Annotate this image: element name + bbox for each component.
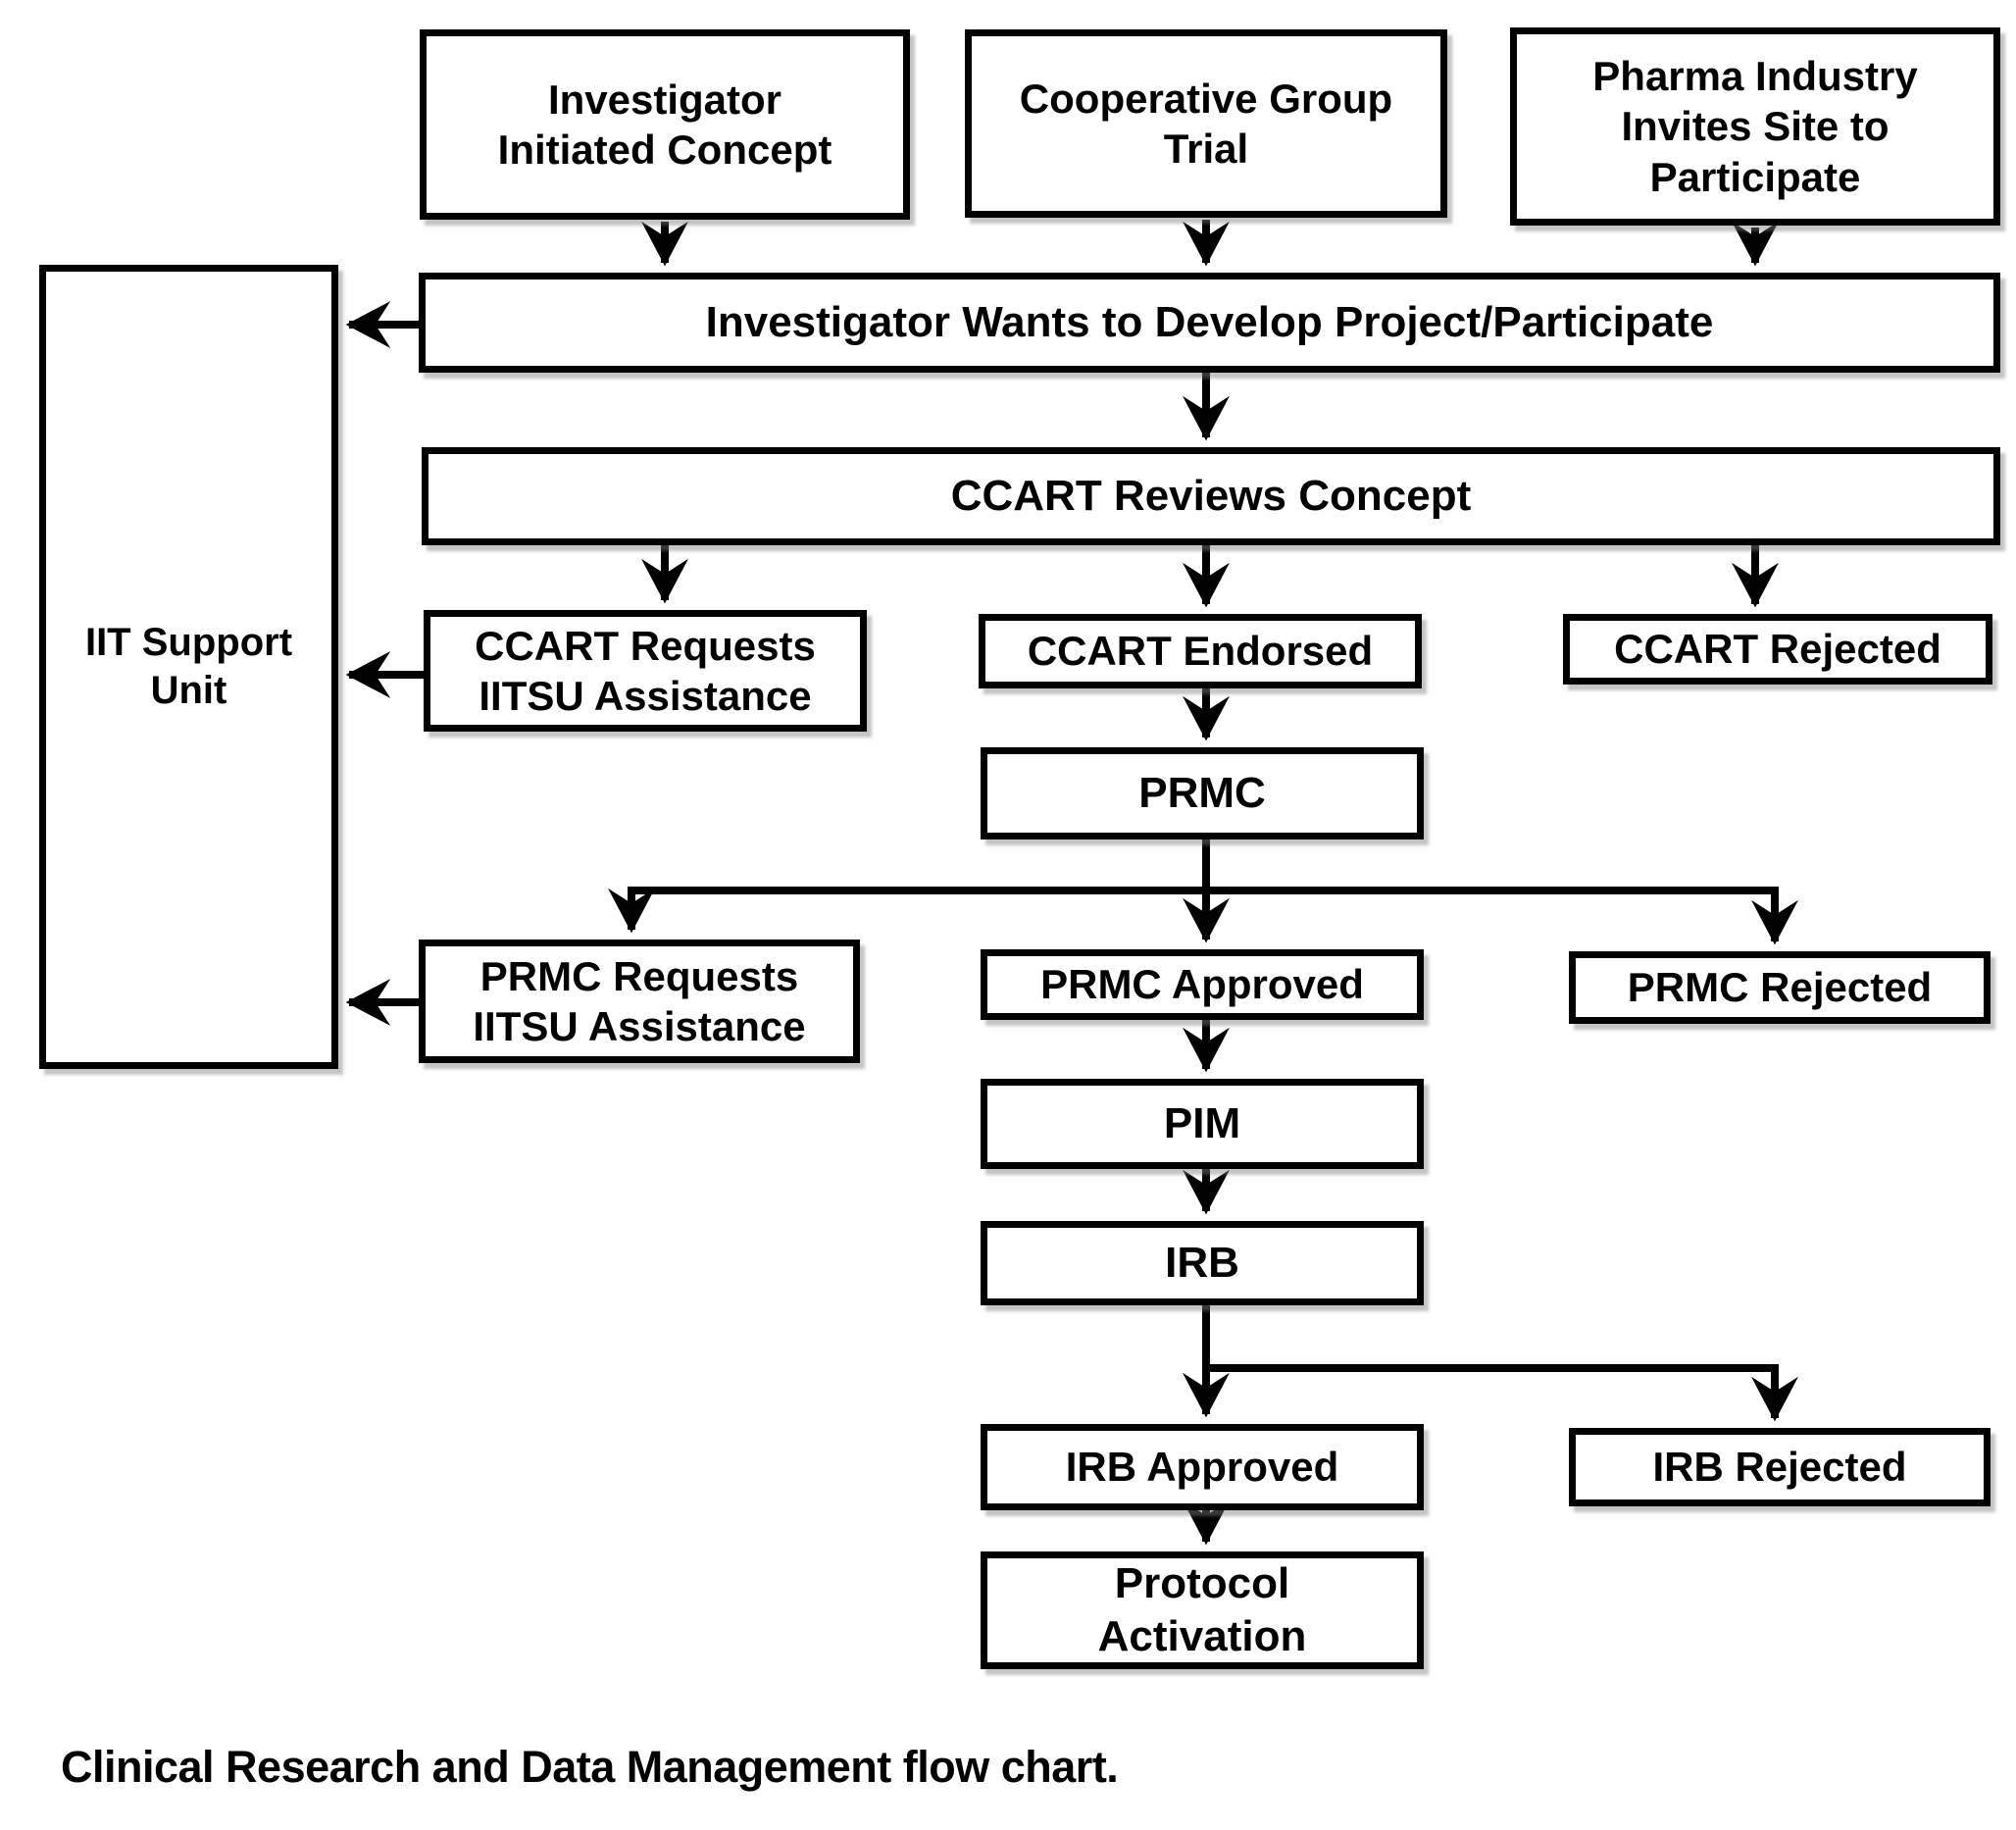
iit-support-unit-label: IIT Support Unit [84,621,293,712]
iit-support-unit-box: IIT Support Unit [39,265,338,1069]
prmc-rejected-label: PRMC Rejected [1627,964,1933,1011]
investigator-wants-develop-box: Investigator Wants to Develop Project/Pa… [419,273,2000,373]
cooperative-group-trial-box: Cooperative Group Trial [965,29,1447,218]
ccart-rejected-label: CCART Rejected [1614,626,1941,673]
prmc-box: PRMC [981,747,1424,839]
irb-branch-to-rejected-arrow [1206,1364,1798,1422]
pim-box: PIM [981,1079,1424,1169]
prmc-branch-to-rejected-arrow [1206,887,1798,945]
irb-rejected-box: IRB Rejected [1569,1428,1991,1506]
prmc-branch-to-requests-arrow [608,887,1206,934]
cooperative-group-trial-label: Cooperative Group Trial [1019,75,1393,172]
pharma-industry-invites-label: Pharma Industry Invites Site to Particip… [1592,53,1918,200]
connector-group [345,220,1798,1546]
prmc-label: PRMC [1138,769,1266,818]
ccart-reviews-concept-box: CCART Reviews Concept [422,447,2000,545]
irb-label: IRB [1165,1239,1239,1288]
figure-caption: Clinical Research and Data Management fl… [61,1742,1119,1792]
ccart-requests-iitsu-box: CCART Requests IITSU Assistance [424,610,867,732]
irb-rejected-label: IRB Rejected [1652,1444,1907,1491]
ccart-endorsed-box: CCART Endorsed [979,614,1422,688]
irb-approved-label: IRB Approved [1065,1444,1339,1491]
prmc-rejected-box: PRMC Rejected [1569,951,1991,1024]
ccart-rejected-box: CCART Rejected [1563,614,1992,685]
investigator-wants-develop-label: Investigator Wants to Develop Project/Pa… [705,298,1714,347]
protocol-activation-box: Protocol Activation [981,1551,1424,1669]
prmc-approved-label: PRMC Approved [1040,961,1364,1008]
pharma-industry-invites-box: Pharma Industry Invites Site to Particip… [1510,27,2000,226]
ccart-reviews-concept-label: CCART Reviews Concept [950,472,1472,521]
prmc-requests-iitsu-box: PRMC Requests IITSU Assistance [419,940,860,1063]
investigator-initiated-concept-box: Investigator Initiated Concept [420,29,910,220]
investigator-initiated-concept-label: Investigator Initiated Concept [497,76,832,173]
prmc-requests-iitsu-label: PRMC Requests IITSU Assistance [473,952,806,1049]
ccart-endorsed-label: CCART Endorsed [1027,628,1374,675]
prmc-approved-box: PRMC Approved [981,949,1424,1020]
irb-box: IRB [981,1221,1424,1305]
irb-approved-box: IRB Approved [981,1424,1424,1510]
protocol-activation-label: Protocol Activation [1097,1559,1307,1660]
ccart-requests-iitsu-label: CCART Requests IITSU Assistance [475,622,816,719]
pim-label: PIM [1163,1099,1241,1148]
